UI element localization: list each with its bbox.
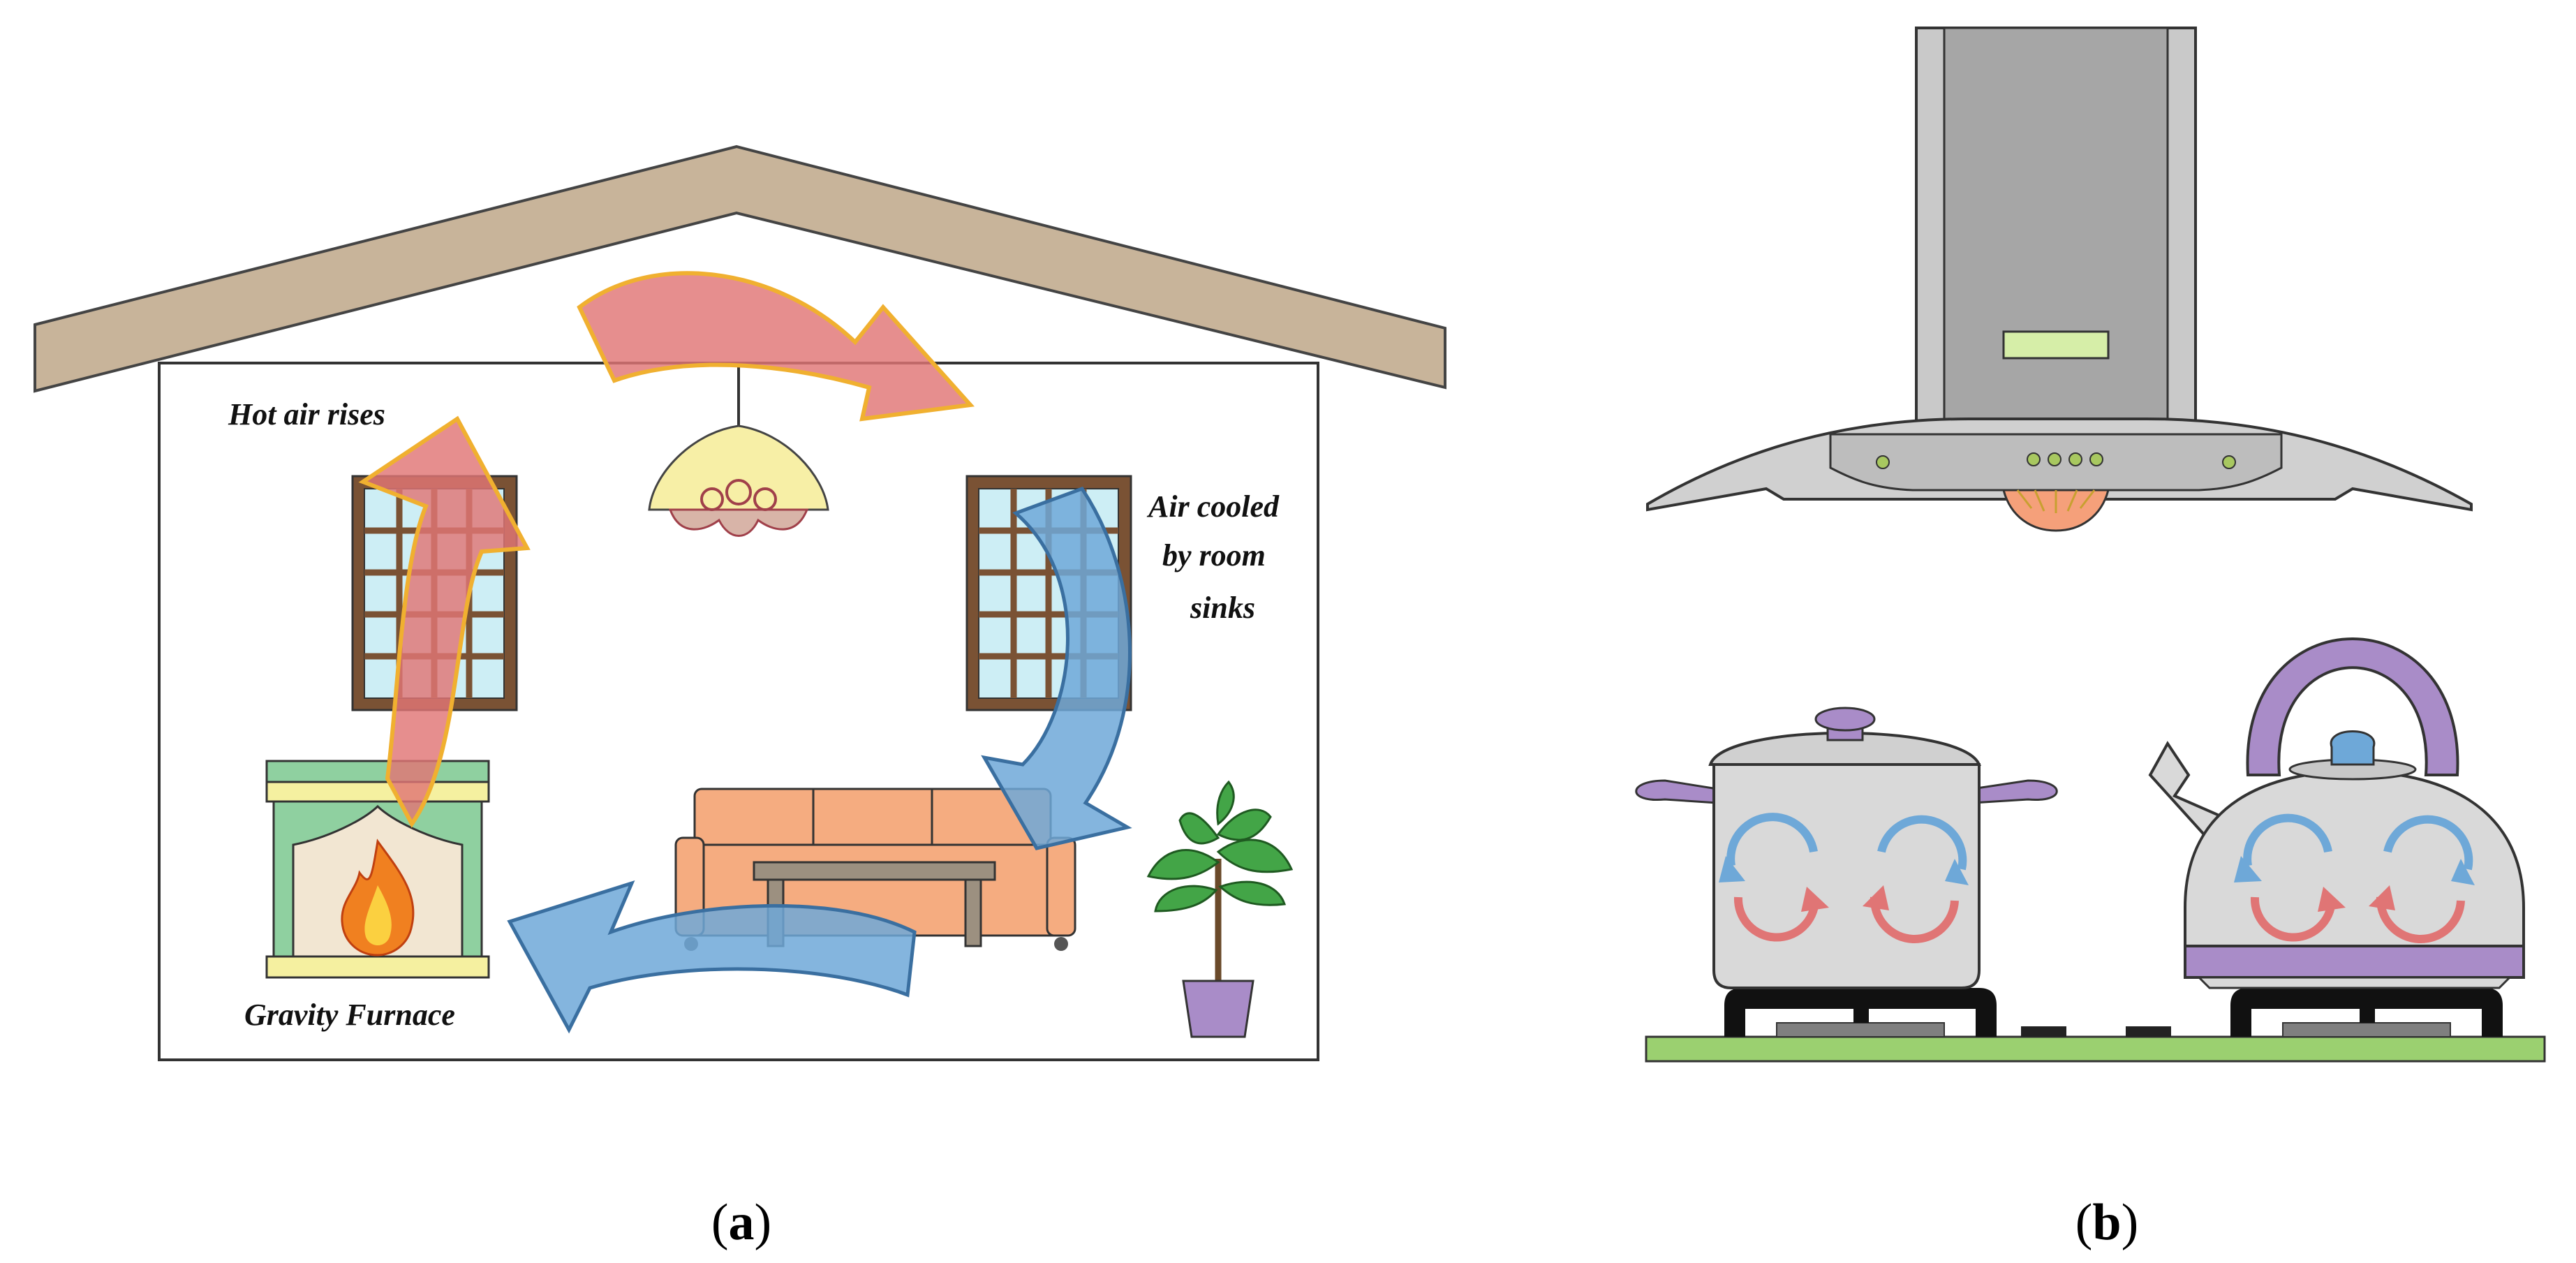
hot-air-label: Hot air rises bbox=[228, 397, 385, 431]
range-hood bbox=[1646, 27, 2473, 532]
caption-b-letter: b bbox=[2092, 1194, 2121, 1251]
caption-a-close: ) bbox=[755, 1194, 772, 1251]
panel-b bbox=[1635, 27, 2546, 1063]
caption-b-open: ( bbox=[2075, 1194, 2093, 1251]
cooled-air-label-line1: Air cooled bbox=[1146, 489, 1280, 524]
cooking-pot bbox=[1635, 707, 2058, 989]
furnace-label: Gravity Furnace bbox=[244, 998, 455, 1032]
caption-a-letter: a bbox=[729, 1194, 755, 1251]
fireplace bbox=[265, 760, 490, 979]
hot-air-arrow-top bbox=[577, 271, 975, 422]
ceiling-lamp bbox=[648, 363, 829, 537]
cooled-air-label-line2: by room bbox=[1162, 538, 1266, 573]
coffee-table bbox=[753, 861, 996, 881]
pot-handle-left bbox=[1635, 779, 1719, 804]
cool-air-arrow-right bbox=[981, 486, 1132, 850]
kettle-convection-arrows bbox=[2234, 813, 2475, 944]
stove bbox=[1645, 988, 2546, 1063]
caption-b: (b) bbox=[2075, 1194, 2138, 1251]
caption-a: (a) bbox=[711, 1194, 771, 1251]
kettle bbox=[2148, 637, 2525, 989]
caption-b-close: ) bbox=[2122, 1194, 2139, 1251]
pot-handle-right bbox=[1971, 779, 2058, 804]
caption-a-open: ( bbox=[711, 1194, 729, 1251]
roof bbox=[34, 145, 1446, 393]
cooled-air-label-line3: sinks bbox=[1190, 591, 1255, 625]
pot-convection-arrows bbox=[1719, 813, 1969, 944]
potted-plant bbox=[1146, 780, 1294, 1038]
kettle-handle bbox=[2246, 637, 2459, 776]
panel-a: Hot air rises Air cooled by room sinks G… bbox=[34, 145, 1446, 1061]
hood-display bbox=[2002, 330, 2110, 360]
hot-air-arrow-left bbox=[358, 415, 531, 828]
kettle-lid-knob bbox=[2330, 730, 2376, 766]
pot-lid-knob bbox=[1814, 707, 1876, 732]
cool-air-arrow-bottom bbox=[507, 880, 917, 1034]
